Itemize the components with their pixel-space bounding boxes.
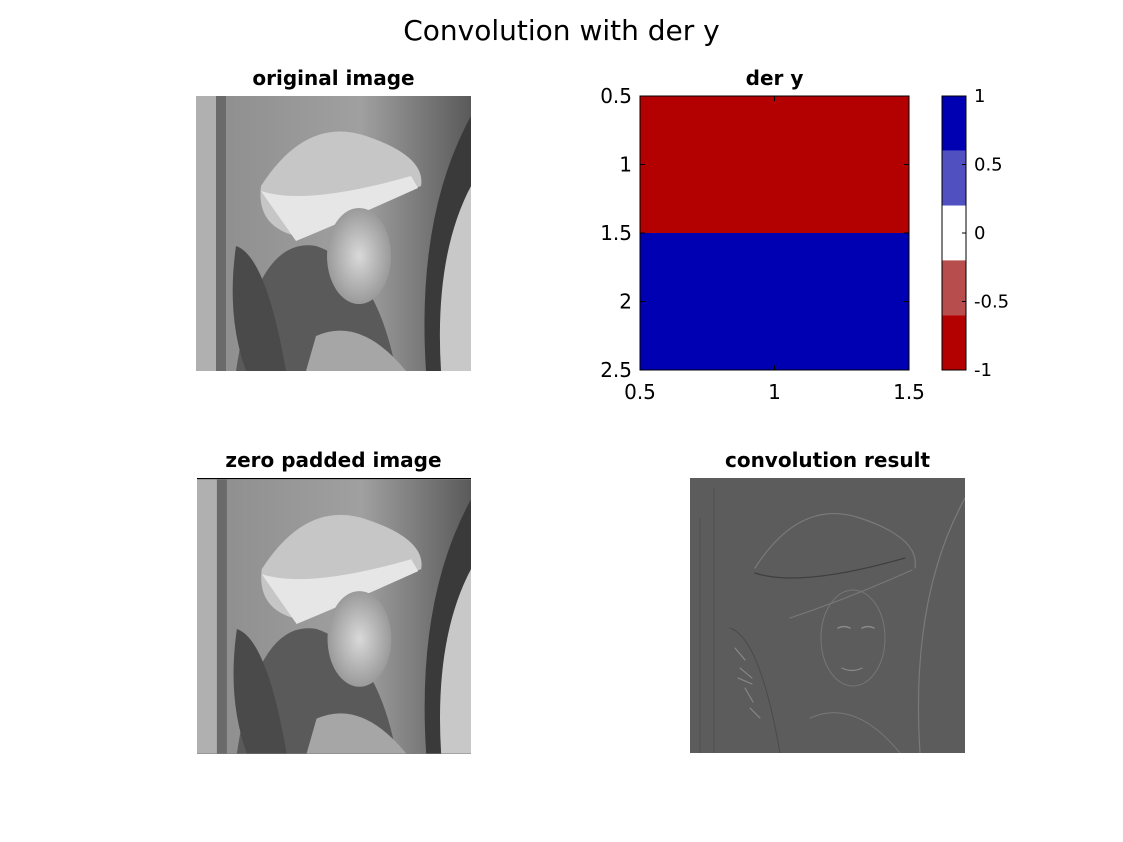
heatmap-cell	[640, 96, 909, 233]
x-tick-label: 1.5	[893, 380, 925, 404]
convolution-result-title: convolution result	[724, 448, 931, 472]
heatmap-cell	[640, 233, 909, 370]
x-tick-label: 1	[768, 380, 781, 404]
colorbar-segment	[942, 150, 966, 206]
y-tick-label: 2	[619, 290, 632, 314]
y-tick-label: 2.5	[600, 358, 632, 382]
y-tick-label: 1.5	[600, 221, 632, 245]
colorbar-tick-label: 1	[974, 86, 985, 107]
colorbar-tick-label: -1	[974, 360, 992, 381]
y-tick-label: 1	[619, 153, 632, 177]
zero-padded-image-title: zero padded image	[225, 448, 442, 472]
y-tick-label: 0.5	[600, 86, 632, 108]
zero-padded-image	[197, 478, 471, 754]
colorbar-segment	[942, 315, 966, 370]
x-tick-label: 0.5	[624, 380, 656, 404]
colorbar-segment	[942, 96, 966, 151]
colorbar-segment	[942, 260, 966, 316]
colorbar-tick-label: -0.5	[974, 292, 1009, 313]
colorbar-tick-label: 0.5	[974, 155, 1003, 176]
heatmap-title: der y	[745, 66, 804, 90]
figure-title: Convolution with der y	[403, 14, 720, 47]
colorbar-tick-label: 0	[974, 223, 985, 244]
original-image	[196, 96, 471, 371]
original-image-title: original image	[252, 66, 415, 90]
convolution-result-image	[690, 478, 965, 753]
